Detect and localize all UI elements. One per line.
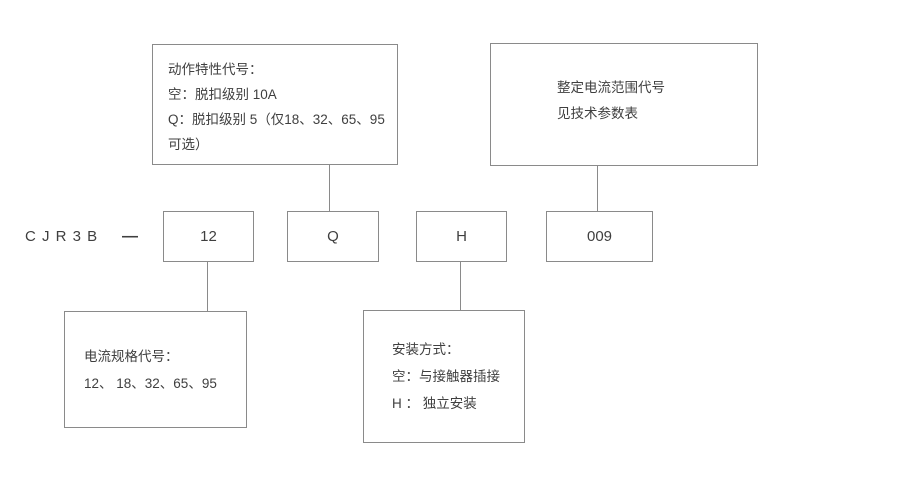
connector-setting-range: [597, 166, 598, 211]
code-box-current-spec: 12: [163, 211, 254, 262]
callout-mount-line-2: 空：与接触器插接: [392, 369, 500, 384]
connector-action-characteristic: [329, 165, 330, 211]
callout-current-spec: 电流规格代号： 12、 18、32、65、95: [64, 311, 247, 428]
callout-action-line-1: 动作特性代号：: [168, 62, 263, 77]
callout-current-line-1: 电流规格代号：: [84, 349, 179, 364]
callout-mounting-method: 安装方式： 空：与接触器插接 H ： 独立安装: [363, 310, 525, 443]
callout-mount-line-1: 安装方式：: [392, 342, 460, 357]
callout-action-line-3: Q：脱扣级别 5（仅18、32、65、95: [168, 112, 385, 127]
code-box-setting-range: 009: [546, 211, 653, 262]
callout-action-characteristic: 动作特性代号： 空：脱扣级别 10A Q：脱扣级别 5（仅18、32、65、95…: [152, 44, 398, 165]
callout-setting-current-range: 整定电流范围代号 见技术参数表: [490, 43, 758, 166]
dash-separator: —: [122, 227, 138, 245]
callout-action-line-4: 可选）: [168, 137, 209, 152]
code-box-action-characteristic: Q: [287, 211, 379, 262]
callout-range-line-2: 见技术参数表: [557, 106, 638, 121]
model-prefix-label: C J R 3 B: [25, 228, 99, 245]
connector-current-spec: [207, 262, 208, 311]
callout-current-line-2: 12、 18、32、65、95: [84, 376, 217, 391]
callout-range-line-1: 整定电流范围代号: [557, 80, 665, 95]
code-box-mounting: H: [416, 211, 507, 262]
callout-mount-line-3: H ： 独立安装: [392, 396, 477, 411]
callout-action-line-2: 空：脱扣级别 10A: [168, 87, 277, 102]
connector-mounting: [460, 262, 461, 310]
